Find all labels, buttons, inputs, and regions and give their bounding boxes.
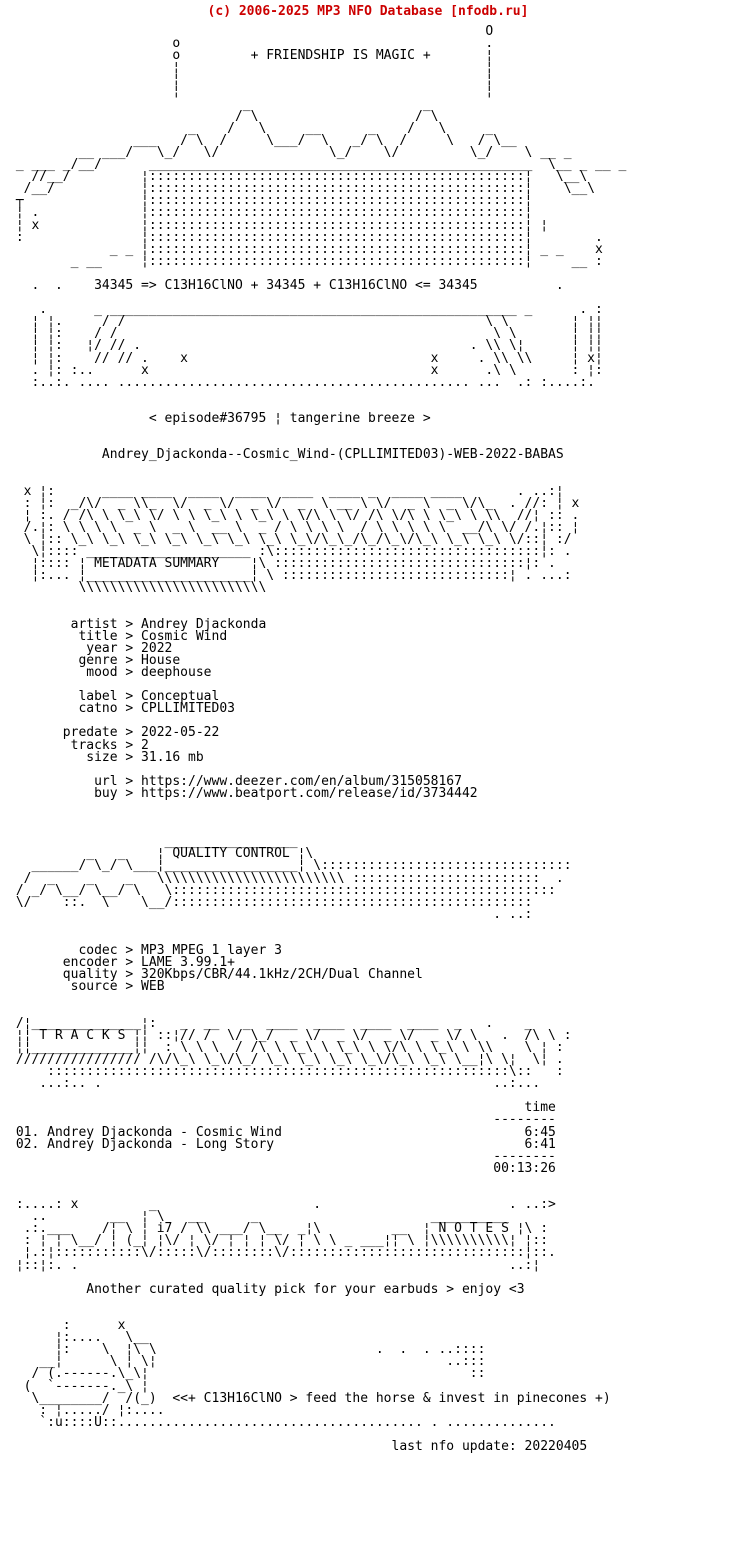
- nfo-ascii-document: O o . o + FRIENDSHIP IS MAGIC + ¦ ¦ ¦: [15, 24, 627, 1454]
- nfodb-copyright-header: (c) 2006-2025 MP3 NFO Database [nfodb.ru…: [207, 4, 529, 19]
